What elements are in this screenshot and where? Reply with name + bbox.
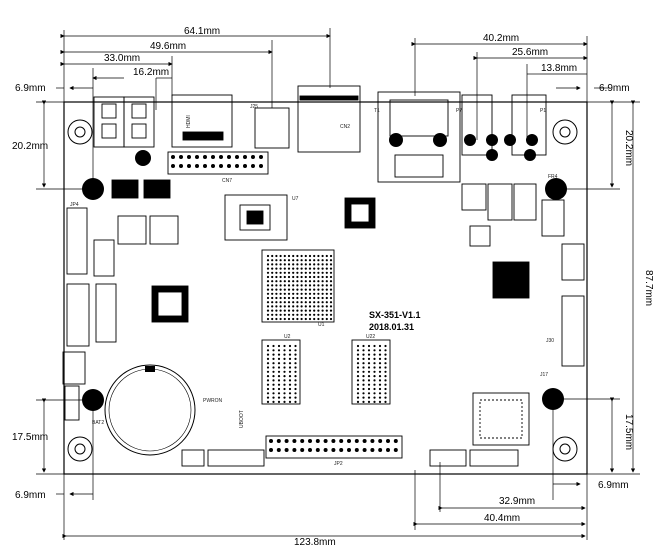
mounting-holes — [67, 119, 578, 462]
silk-j30: J30 — [546, 338, 554, 344]
silk-u1: U1 — [318, 322, 325, 328]
dim-right-20-2: 20.2mm — [623, 130, 634, 166]
silk-cn7: CN7 — [222, 178, 232, 184]
dim-left-6-9-top: 6.9mm — [15, 83, 46, 94]
dim-16-2: 16.2mm — [133, 67, 169, 78]
silk-uboot: UBOOT — [239, 410, 245, 428]
dim-right-6-9-top: 6.9mm — [599, 83, 630, 94]
connector-rj45 — [377, 91, 461, 183]
dim-40-2: 40.2mm — [483, 33, 519, 44]
dim-33-0: 33.0mm — [104, 53, 140, 64]
silk-p7: P7 — [456, 108, 462, 114]
board-date: 2018.01.31 — [369, 322, 414, 332]
battery-bat2 — [104, 364, 196, 456]
dim-32-9: 32.9mm — [499, 496, 535, 507]
dim-right-87-7: 87.7mm — [643, 270, 654, 306]
chip-mid-right — [492, 261, 530, 299]
silk-jp2: JP2 — [334, 461, 343, 467]
board-model: SX-351-V1.1 — [369, 310, 421, 320]
dim-123-8: 123.8mm — [294, 537, 336, 548]
dim-13-8: 13.8mm — [541, 63, 577, 74]
dim-right-6-9-bottom: 6.9mm — [598, 480, 629, 491]
dimension-lines — [36, 28, 640, 540]
silk-j17: J17 — [540, 372, 548, 378]
silk-cn2: CN2 — [340, 124, 350, 130]
dim-40-4: 40.4mm — [484, 513, 520, 524]
dim-64-1: 64.1mm — [184, 26, 220, 37]
connector-hdmi — [171, 94, 233, 148]
silk-j25: J25 — [250, 104, 258, 110]
dim-left-17-5: 17.5mm — [12, 432, 48, 443]
dim-right-17-5: 17.5mm — [623, 414, 634, 450]
header-jp2 — [265, 435, 403, 459]
silk-u7: U7 — [292, 196, 299, 202]
bga-pins — [266, 254, 333, 321]
silk-fr4: FR4 — [548, 174, 558, 180]
right-connectors — [461, 183, 585, 367]
top-pads — [135, 133, 538, 166]
dim-left-20-2: 20.2mm — [12, 141, 48, 152]
bank-inductor-2 — [149, 215, 179, 245]
silk-u2: U2 — [284, 334, 291, 340]
connector-cn2 — [297, 85, 361, 153]
dim-25-6: 25.6mm — [512, 47, 548, 58]
bottom-small-connectors — [181, 449, 519, 467]
header-cn7 — [167, 151, 269, 175]
silk-hdmi: HDMI — [186, 115, 192, 128]
ram-pins-2 — [356, 344, 387, 403]
connector-usb-right — [123, 96, 155, 148]
silk-jp4: JP4 — [70, 202, 79, 208]
silk-t1: T1 — [374, 108, 380, 114]
silk-bat2: BAT2 — [92, 420, 104, 426]
silk-u22: U22 — [366, 334, 375, 340]
chip-bottom-right — [472, 392, 530, 446]
silk-pwron: PWRON — [203, 398, 223, 404]
silk-p1: P1 — [540, 108, 546, 114]
chip-cpu — [344, 197, 376, 229]
dim-left-6-9-bottom: 6.9mm — [15, 490, 46, 501]
bank-inductor-1 — [117, 215, 147, 245]
dim-49-6: 49.6mm — [150, 41, 186, 52]
ram-pins-1 — [266, 344, 297, 403]
left-connectors — [62, 207, 117, 421]
